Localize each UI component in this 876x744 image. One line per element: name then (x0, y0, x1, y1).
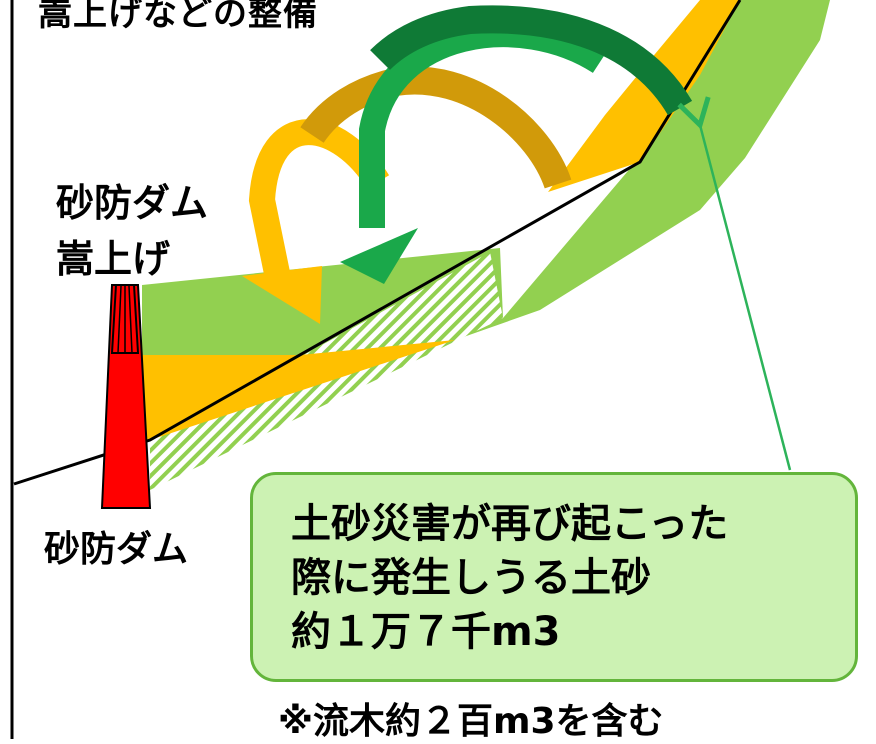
title-partial: 嵩上げなどの整備 (38, 0, 318, 34)
callout-pointer-line (677, 96, 792, 471)
sediment-callout: 土砂災害が再び起こった 際に発生しうる土砂 約１万７千m3 (250, 472, 858, 682)
orange-deposit-wedge (142, 340, 455, 440)
arrow-green-curve (359, 21, 608, 228)
arrow-green-head (340, 228, 418, 284)
dam-raise-label-line1: 砂防ダム (56, 181, 209, 225)
dam-raise-label-line2: 嵩上げ (56, 237, 171, 281)
callout-line-1: 土砂災害が再び起こった (291, 501, 729, 547)
arrow-darkyellow-curve (300, 66, 572, 189)
dam-raise-divider-1 (117, 285, 122, 354)
arrow-darkgreen-curve (370, 5, 693, 116)
slope-line (13, 0, 742, 486)
footnote: ※流木約２百m3を含む (278, 701, 664, 742)
callout-line-2: 際に発生しうる土砂 (291, 555, 651, 601)
dam-label: 砂防ダム (44, 529, 189, 570)
callout-line-3: 約１万７千m3 (291, 609, 561, 655)
arrow-orange-head (242, 266, 322, 324)
dam-raise-divider-2 (128, 285, 133, 354)
orange-upper-band (548, 0, 740, 192)
